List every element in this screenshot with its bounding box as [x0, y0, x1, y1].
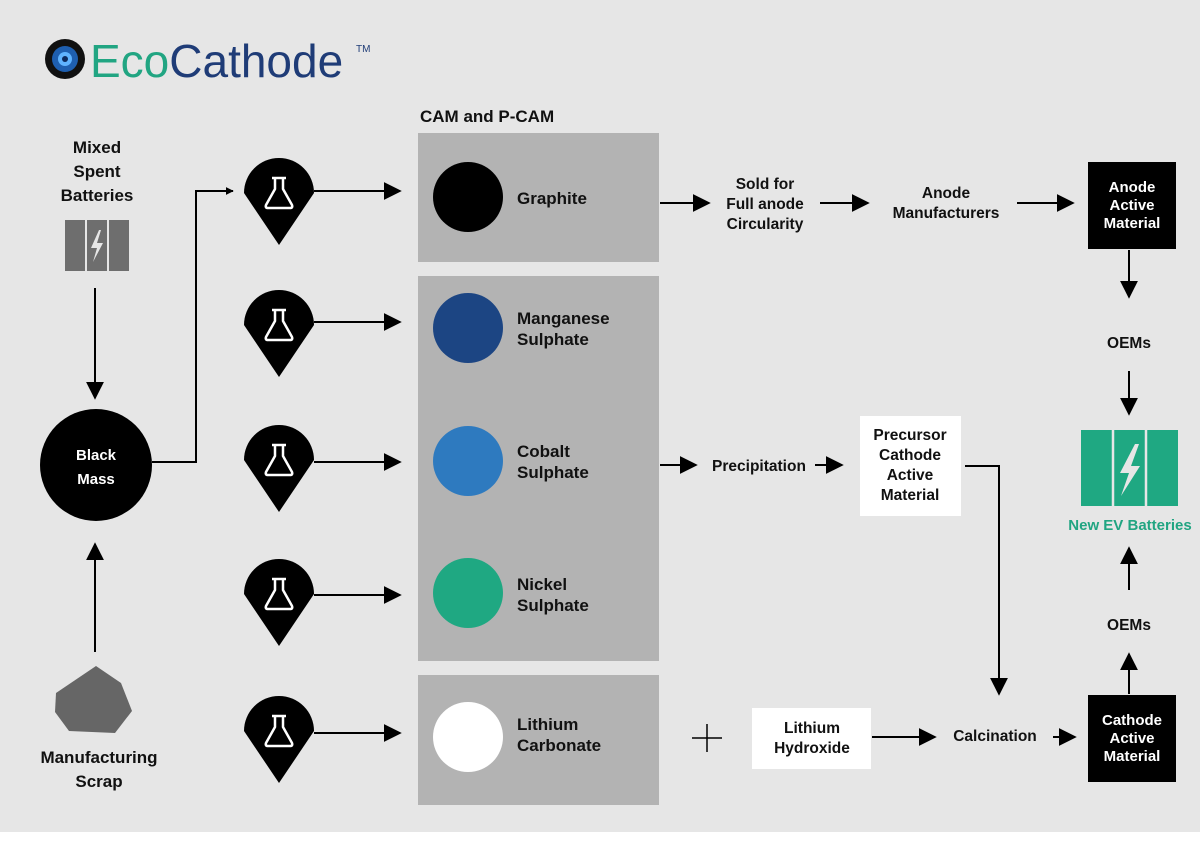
- cathode-active-material-label-3: Material: [1104, 748, 1161, 765]
- battery-icon: [65, 220, 129, 271]
- ev-battery-icon: [1081, 430, 1178, 506]
- cathode-active-material-label-1: Cathode: [1102, 712, 1162, 729]
- manufacturing-scrap-label-2: Scrap: [75, 772, 122, 791]
- flask-pin-icon: [244, 696, 314, 783]
- precipitation-label: Precipitation: [712, 458, 806, 475]
- flask-pin-icon: [244, 158, 314, 245]
- logo-text: EcoCathode: [90, 35, 343, 87]
- material-label-nickel-1: Nickel: [517, 575, 567, 594]
- sold-label-2: Full anode: [726, 196, 804, 213]
- cam-pcam-label: CAM and P-CAM: [420, 107, 554, 126]
- material-label-cobalt-2: Sulphate: [517, 463, 589, 482]
- arrow-blackmass-to-process: [152, 187, 234, 463]
- new-ev-batteries-label: New EV Batteries: [1068, 517, 1191, 534]
- footer-strip: [0, 832, 1200, 841]
- material-label-manganese-2: Sulphate: [517, 330, 589, 349]
- anode-active-material-label-3: Material: [1104, 215, 1161, 232]
- anode-manufacturers-label-2: Manufacturers: [893, 205, 1000, 222]
- black-mass-label-1: Black: [76, 447, 117, 464]
- calcination-label: Calcination: [953, 728, 1037, 745]
- sold-label-1: Sold for: [736, 176, 795, 193]
- oems-top-label: OEMs: [1107, 335, 1151, 352]
- flask-pin-icon: [244, 559, 314, 646]
- anode-manufacturers-label-1: Anode: [922, 185, 971, 202]
- black-mass-node: [40, 409, 152, 521]
- oems-bottom-label: OEMs: [1107, 617, 1151, 634]
- mixed-spent-batteries-label-2: Spent: [73, 162, 121, 181]
- nickel-dot: [433, 558, 503, 628]
- lithium-dot: [433, 702, 503, 772]
- material-label-manganese-1: Manganese: [517, 309, 610, 328]
- logo-trademark: TM: [356, 44, 370, 55]
- flask-pin-icon: [244, 290, 314, 377]
- eco-cathode-logo-icon: [45, 39, 85, 79]
- black-mass-label-2: Mass: [77, 471, 115, 488]
- mixed-spent-batteries-label-1: Mixed: [73, 138, 121, 157]
- sold-label-3: Circularity: [727, 216, 804, 233]
- plus-icon: [692, 724, 722, 752]
- material-label-lithium-2: Carbonate: [517, 736, 601, 755]
- graphite-dot: [433, 162, 503, 232]
- material-label-lithium-1: Lithium: [517, 715, 578, 734]
- scrap-rock-icon: [55, 666, 132, 733]
- anode-active-material-box: [1088, 162, 1176, 249]
- lithium-hydroxide-box: [752, 708, 871, 769]
- precursor-label-4: Material: [881, 487, 940, 504]
- mixed-spent-batteries-label-3: Batteries: [61, 186, 134, 205]
- cobalt-dot: [433, 426, 503, 496]
- manganese-dot: [433, 293, 503, 363]
- lithium-hydroxide-label-2: Hydroxide: [774, 740, 850, 757]
- material-label-cobalt-1: Cobalt: [517, 442, 570, 461]
- precursor-label-2: Cathode: [879, 447, 941, 464]
- anode-active-material-label-1: Anode: [1109, 179, 1156, 196]
- material-label-nickel-2: Sulphate: [517, 596, 589, 615]
- flask-pin-icon: [244, 425, 314, 512]
- cathode-active-material-label-2: Active: [1109, 730, 1154, 747]
- precursor-label-1: Precursor: [873, 427, 946, 444]
- cathode-active-material-box: [1088, 695, 1176, 782]
- anode-active-material-label-2: Active: [1109, 197, 1154, 214]
- lithium-hydroxide-label-1: Lithium: [784, 720, 840, 737]
- material-label-graphite: Graphite: [517, 189, 587, 208]
- arrow-precursor-to-calcination: [965, 465, 1008, 696]
- precursor-label-3: Active: [887, 467, 934, 484]
- manufacturing-scrap-label-1: Manufacturing: [40, 748, 157, 767]
- precursor-box: [860, 416, 961, 516]
